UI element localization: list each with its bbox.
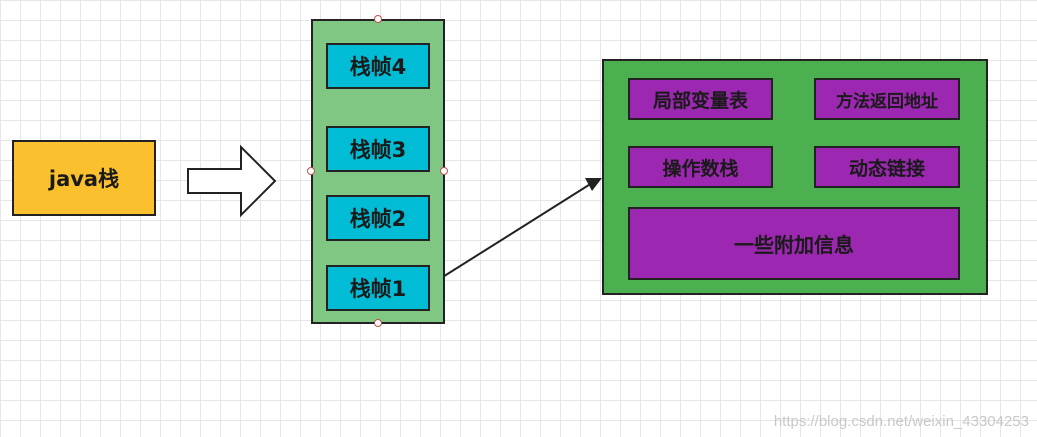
dynamic-linking-label: 动态链接 [848,157,925,180]
java-stack-node[interactable]: java栈 [12,140,156,216]
operand-stack-cell[interactable]: 操作数栈 [628,146,773,188]
stack-frame-4[interactable]: 栈帧4 [326,43,430,89]
stack-frame-2[interactable]: 栈帧2 [326,195,430,241]
additional-info-cell[interactable]: 一些附加信息 [628,207,960,280]
additional-info-label: 一些附加信息 [734,233,854,257]
stack-frame-1[interactable]: 栈帧1 [326,265,430,311]
stack-frame-3[interactable]: 栈帧3 [326,126,430,172]
return-address-cell[interactable]: 方法返回地址 [814,78,960,120]
stack-frame-4-label: 栈帧4 [349,55,407,79]
java-stack-label: java栈 [48,167,120,191]
resize-handle-top[interactable] [374,15,382,23]
return-address-label: 方法返回地址 [836,91,938,112]
resize-handle-bottom[interactable] [374,319,382,327]
stack-frame-3-label: 栈帧3 [349,138,407,162]
hollow-arrow-icon [187,144,277,218]
local-variables-cell[interactable]: 局部变量表 [628,78,773,120]
watermark-text: https://blog.csdn.net/weixin_43304253 [773,413,1029,430]
operand-stack-label: 操作数栈 [662,157,739,180]
resize-handle-left[interactable] [307,167,315,175]
connector-arrowhead-icon [585,178,602,191]
stack-frame-1-label: 栈帧1 [349,277,407,301]
resize-handle-right[interactable] [440,167,448,175]
stack-frame-2-label: 栈帧2 [349,207,407,231]
dynamic-linking-cell[interactable]: 动态链接 [814,146,960,188]
local-variables-label: 局部变量表 [652,89,748,112]
frame-to-detail-connector [429,182,593,286]
